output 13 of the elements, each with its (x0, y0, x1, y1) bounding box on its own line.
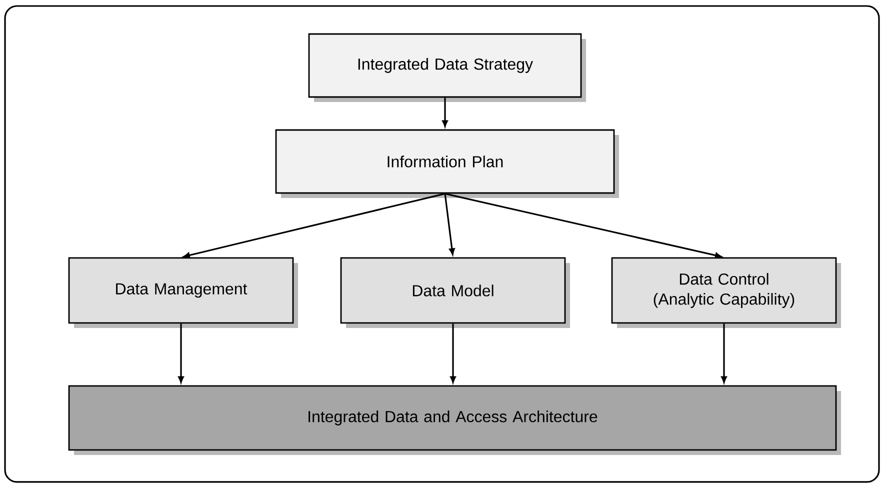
process-box: Integrated Data Strategy (308, 33, 586, 102)
arrow (183, 192, 446, 258)
arrow (721, 324, 727, 383)
process-box: Data Control (Analytic Capability) (611, 257, 841, 328)
arrow (178, 324, 184, 383)
process-box: Data Model (340, 257, 570, 328)
arrow (450, 324, 456, 383)
arrow (442, 98, 448, 127)
arrow (444, 194, 455, 255)
arrow (444, 192, 722, 258)
process-box: Data Management (68, 257, 298, 328)
process-box: Information Plan (275, 129, 619, 198)
process-box: Integrated Data and Access Architecture (68, 385, 841, 455)
